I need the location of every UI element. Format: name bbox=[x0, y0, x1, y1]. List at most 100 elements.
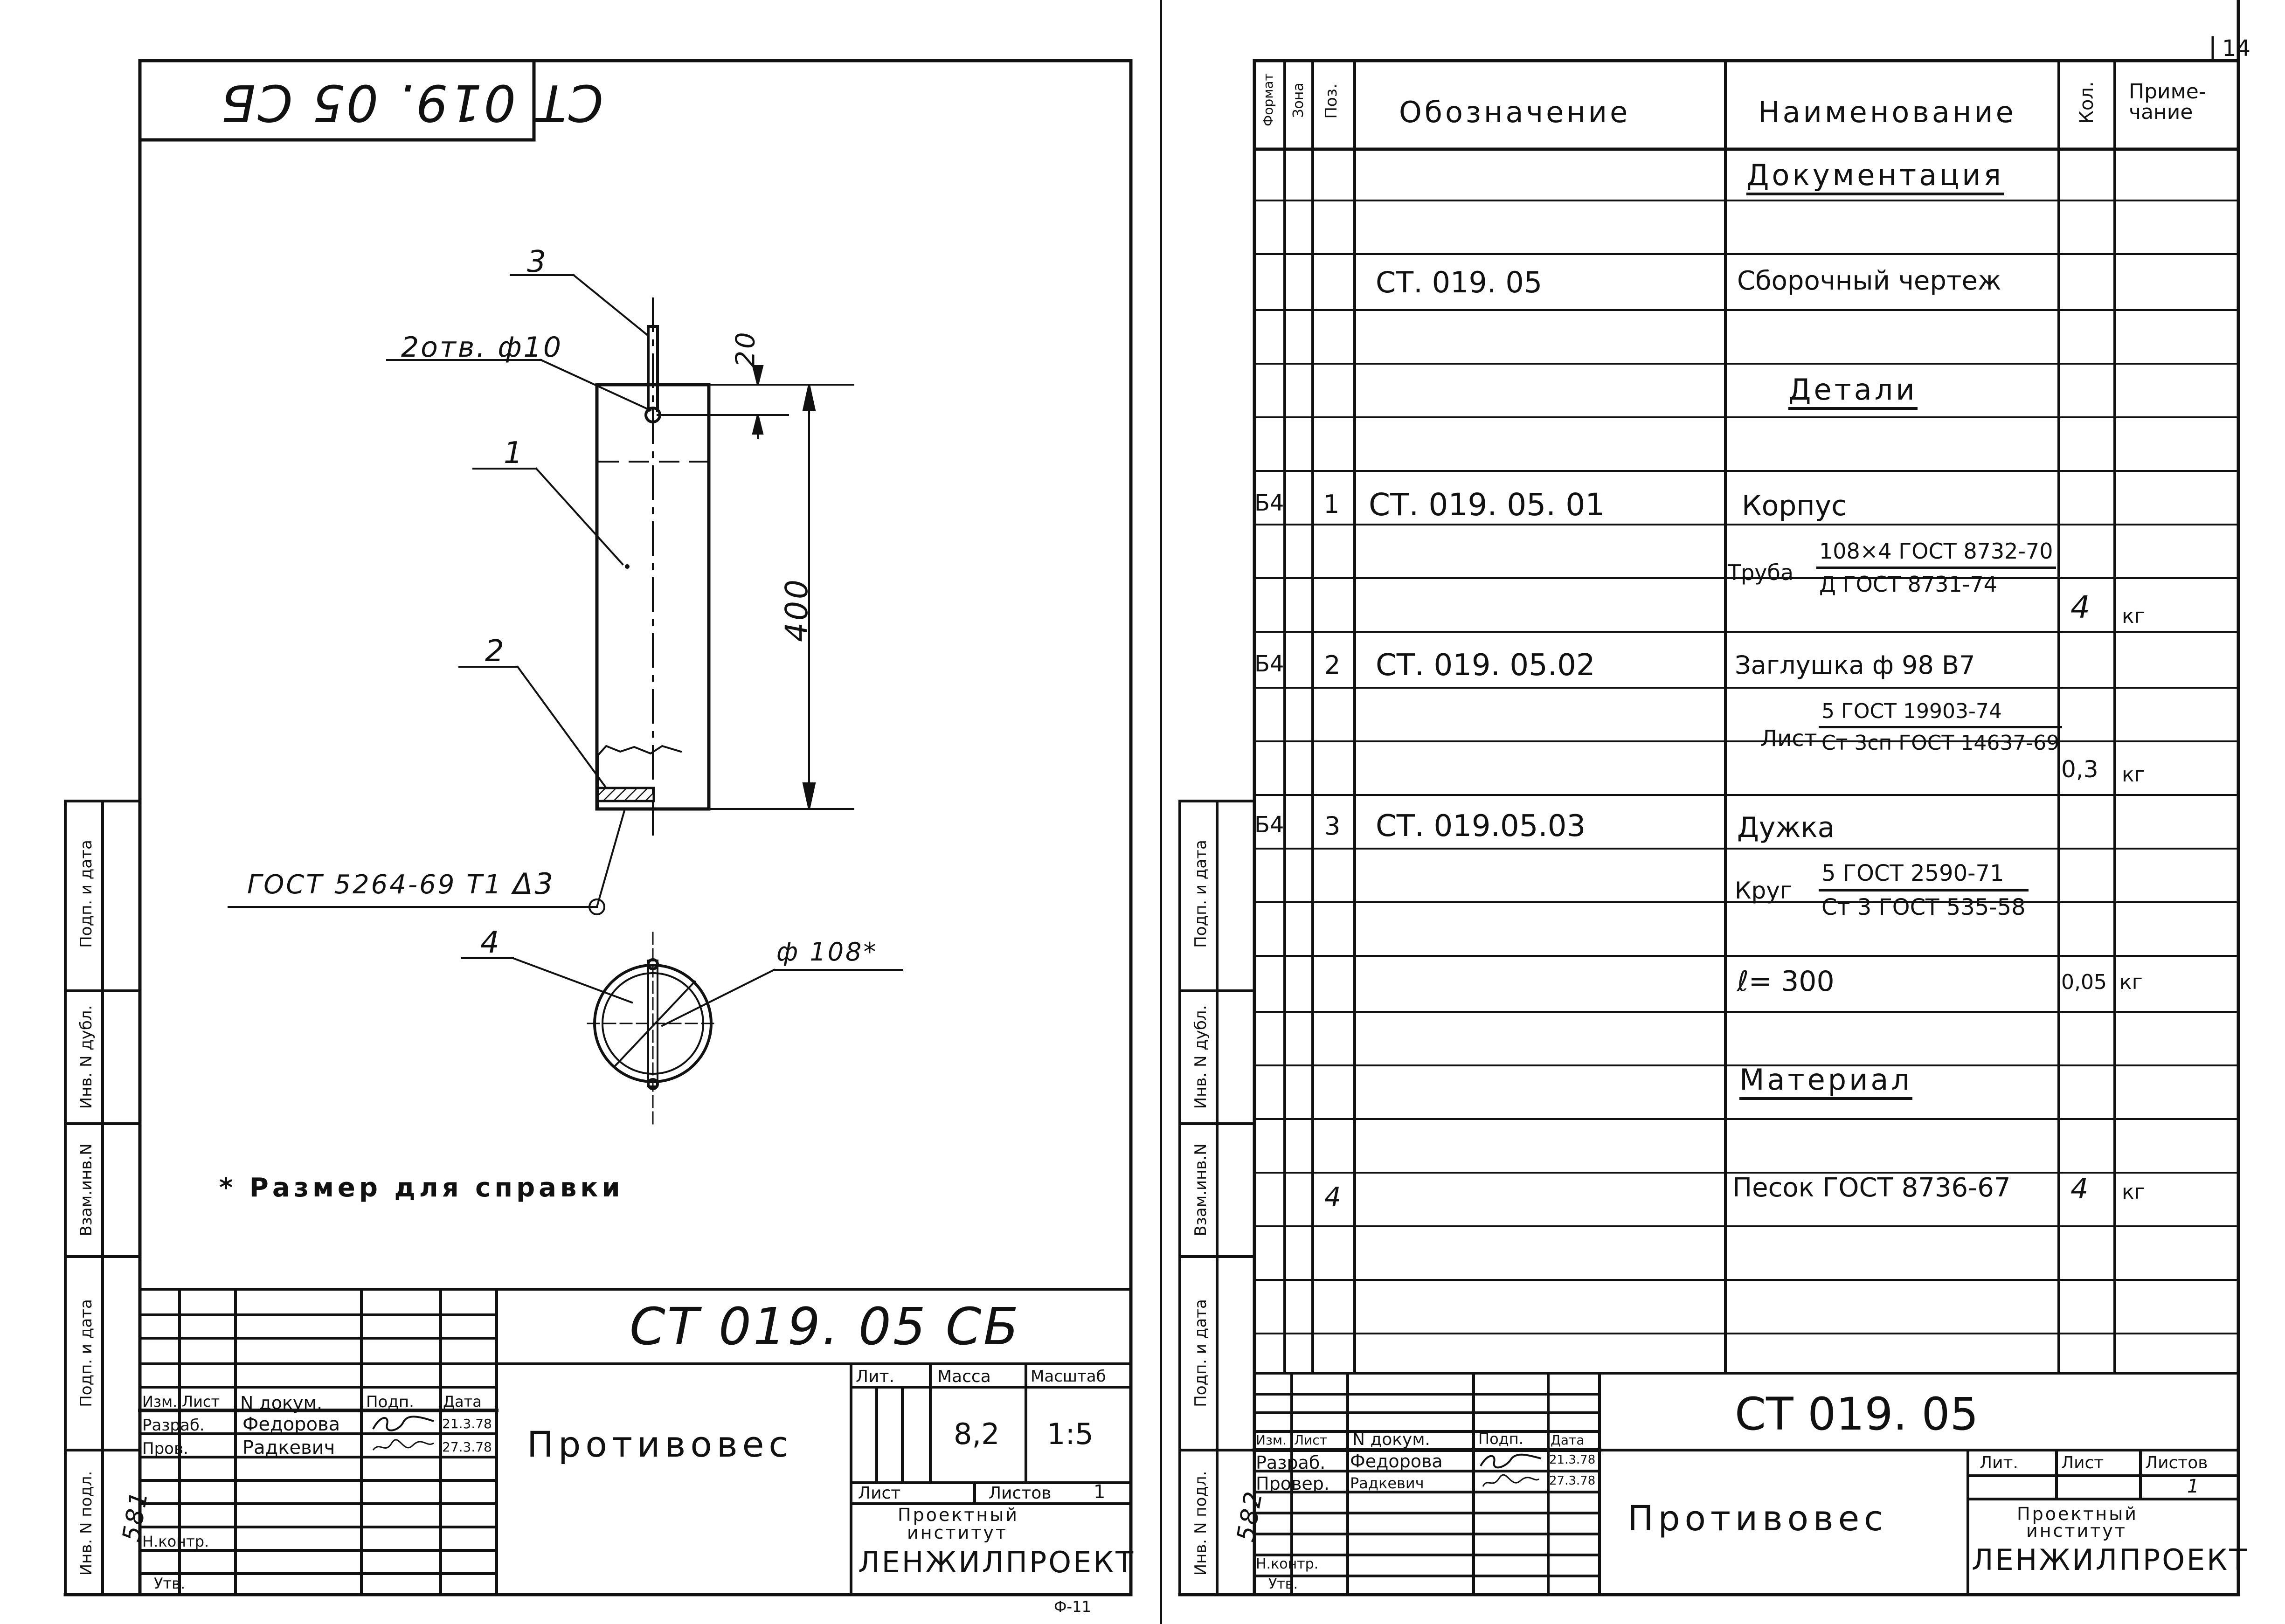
left-org-line2: институт bbox=[907, 1522, 1008, 1543]
material-2-denominator: Ст 3сп ГОСТ 14637-69 bbox=[1821, 731, 2060, 755]
right-date-1: 21.3.78 bbox=[1549, 1453, 1596, 1467]
row-3-pos: 2 bbox=[1324, 650, 1341, 680]
material-1-numerator: 108×4 ГОСТ 8732-70 bbox=[1816, 539, 2056, 569]
right-role-1: Разраб. bbox=[1256, 1452, 1326, 1473]
weld-note: ГОСТ 5264-69 Т1 bbox=[247, 870, 503, 900]
row-3-format: Б4 bbox=[1254, 651, 1284, 677]
right-side-label-5: Инв. N подл. bbox=[1191, 1471, 1210, 1576]
right-role-2: Провер. bbox=[1256, 1473, 1329, 1494]
left-head-list: Лист bbox=[182, 1393, 220, 1410]
row-5-qty: 4 bbox=[2070, 1173, 2089, 1205]
material-3-numerator: 5 ГОСТ 2590-71 bbox=[1819, 860, 2029, 891]
left-side-label-1: Подп. и дата bbox=[77, 840, 96, 948]
dim-400-label: 400 bbox=[778, 578, 815, 642]
left-format-code: Ф-11 bbox=[1054, 1598, 1091, 1616]
left-head-date: Дата bbox=[443, 1393, 482, 1410]
col-head-designation: Обозначение bbox=[1399, 95, 1631, 129]
left-head-doc: N докум. bbox=[240, 1393, 323, 1413]
material-3-denominator: Ст 3 ГОСТ 535-58 bbox=[1821, 894, 2026, 920]
top-stamp-rotated: СТ 019. 05 СБ bbox=[219, 73, 603, 131]
right-head-izm: Изм. bbox=[1256, 1432, 1287, 1448]
row-2-designation: СТ. 019. 05. 01 bbox=[1369, 487, 1605, 523]
row-1-designation: СТ. 019. 05 bbox=[1376, 265, 1543, 299]
row-3-name: Заглушка ф 98 В7 bbox=[1735, 650, 1975, 680]
material-1-denominator: Д ГОСТ 8731-74 bbox=[1819, 572, 1997, 597]
row-2-pos: 1 bbox=[1323, 490, 1340, 519]
left-title-name: Противовес bbox=[527, 1424, 793, 1465]
reference-footnote: * Размер для справки bbox=[219, 1173, 624, 1203]
right-head-doc: N докум. bbox=[1352, 1430, 1430, 1449]
left-top-stamp-box bbox=[138, 59, 536, 142]
callout-1: 1 bbox=[504, 436, 525, 470]
right-side-strip bbox=[1178, 800, 1256, 1596]
left-role-1: Разраб. bbox=[142, 1416, 205, 1435]
material-1-prefix: Труба bbox=[1728, 560, 1794, 585]
left-mass-label: Масса bbox=[937, 1367, 991, 1386]
left-sheets-value: 1 bbox=[1094, 1481, 1106, 1503]
left-person-2: Радкевич bbox=[242, 1437, 335, 1458]
col-head-pos: Поз. bbox=[1322, 83, 1341, 119]
left-side-label-2: Инв. N дубл. bbox=[77, 1005, 96, 1109]
right-role-3: Н.контр. bbox=[1256, 1556, 1319, 1572]
callout-3: 3 bbox=[527, 245, 548, 279]
spec-table-lines bbox=[1253, 59, 2240, 1375]
right-lit-label: Лит. bbox=[1980, 1453, 2018, 1472]
right-sheets-value: 1 bbox=[2187, 1476, 2199, 1497]
left-org-line1: Проектный bbox=[898, 1505, 1019, 1525]
spec-table-rows bbox=[1253, 200, 2239, 1334]
left-role-2: Пров. bbox=[142, 1439, 188, 1458]
right-title-designation: СТ 019. 05 bbox=[1735, 1388, 1979, 1440]
page-number: 14 bbox=[2222, 35, 2251, 62]
material-3-fraction: 5 ГОСТ 2590-71 Ст 3 ГОСТ 535-58 bbox=[1819, 860, 2029, 920]
left-sheets-label: Листов bbox=[989, 1484, 1052, 1503]
left-role-4: Утв. bbox=[154, 1575, 186, 1592]
left-role-3: Н.контр. bbox=[142, 1533, 209, 1550]
right-head-date: Дата bbox=[1551, 1432, 1585, 1448]
length-row-note: кг bbox=[2119, 970, 2143, 994]
left-side-strip bbox=[64, 800, 141, 1596]
material-2-fraction: 5 ГОСТ 19903-74 Ст 3сп ГОСТ 14637-69 bbox=[1819, 699, 2063, 755]
left-mass-value: 8,2 bbox=[954, 1417, 1000, 1451]
diameter-label: ф 108* bbox=[776, 937, 878, 967]
right-date-2: 27.3.78 bbox=[1549, 1474, 1596, 1488]
left-lit-label: Лит. bbox=[856, 1367, 894, 1386]
right-org-line3: ЛЕНЖИЛПРОЕКТ bbox=[1972, 1543, 2249, 1577]
right-head-sign: Подп. bbox=[1478, 1430, 1523, 1448]
dim-20 bbox=[657, 365, 789, 439]
callout-4: 4 bbox=[480, 926, 501, 960]
right-org-line2: институт bbox=[2026, 1520, 2127, 1541]
left-signature-2 bbox=[372, 1439, 434, 1451]
left-signature-1 bbox=[372, 1416, 434, 1431]
material-1-qty: 4 bbox=[2070, 589, 2090, 625]
section-materials: Материал bbox=[1739, 1065, 1913, 1100]
right-signature-1 bbox=[1480, 1453, 1542, 1469]
material-3-prefix: Круг bbox=[1735, 877, 1793, 904]
dim-20-label: 20 bbox=[730, 330, 761, 367]
callout-2: 2 bbox=[485, 634, 506, 669]
col-head-note: Приме- чание bbox=[2129, 80, 2206, 124]
left-scale-value: 1:5 bbox=[1047, 1417, 1094, 1451]
holes-label: 2отв. ф10 bbox=[401, 331, 563, 364]
row-1-name: Сборочный чертеж bbox=[1737, 266, 2001, 296]
col-head-format: Формат bbox=[1260, 73, 1276, 126]
row-5-note: кг bbox=[2122, 1180, 2145, 1204]
right-org-line1: Проектный bbox=[2017, 1504, 2138, 1524]
material-1-fraction: 108×4 ГОСТ 8732-70 Д ГОСТ 8731-74 bbox=[1816, 539, 2056, 597]
left-person-1: Федорова bbox=[242, 1414, 340, 1435]
left-sheet-label: Лист bbox=[858, 1484, 901, 1503]
col-head-zone: Зона bbox=[1290, 83, 1307, 118]
material-2-note: кг bbox=[2122, 763, 2145, 787]
left-date-2: 27.3.78 bbox=[442, 1439, 492, 1455]
right-sheets-label: Листов bbox=[2145, 1453, 2208, 1472]
material-1-note: кг bbox=[2122, 604, 2145, 628]
row-4-designation: СТ. 019.05.03 bbox=[1376, 809, 1586, 843]
length-row-qty: 0,05 bbox=[2061, 970, 2107, 994]
row-2-format: Б4 bbox=[1254, 490, 1284, 516]
row-4-format: Б4 bbox=[1254, 812, 1284, 838]
right-frame bbox=[1160, 0, 2240, 1624]
dim-400 bbox=[708, 384, 854, 810]
row-3-designation: СТ. 019. 05.02 bbox=[1376, 648, 1595, 683]
right-title-name: Противовес bbox=[1627, 1499, 1888, 1539]
left-title-designation: СТ 019. 05 СБ bbox=[630, 1297, 1021, 1356]
material-2-prefix: Лист bbox=[1760, 726, 1817, 752]
